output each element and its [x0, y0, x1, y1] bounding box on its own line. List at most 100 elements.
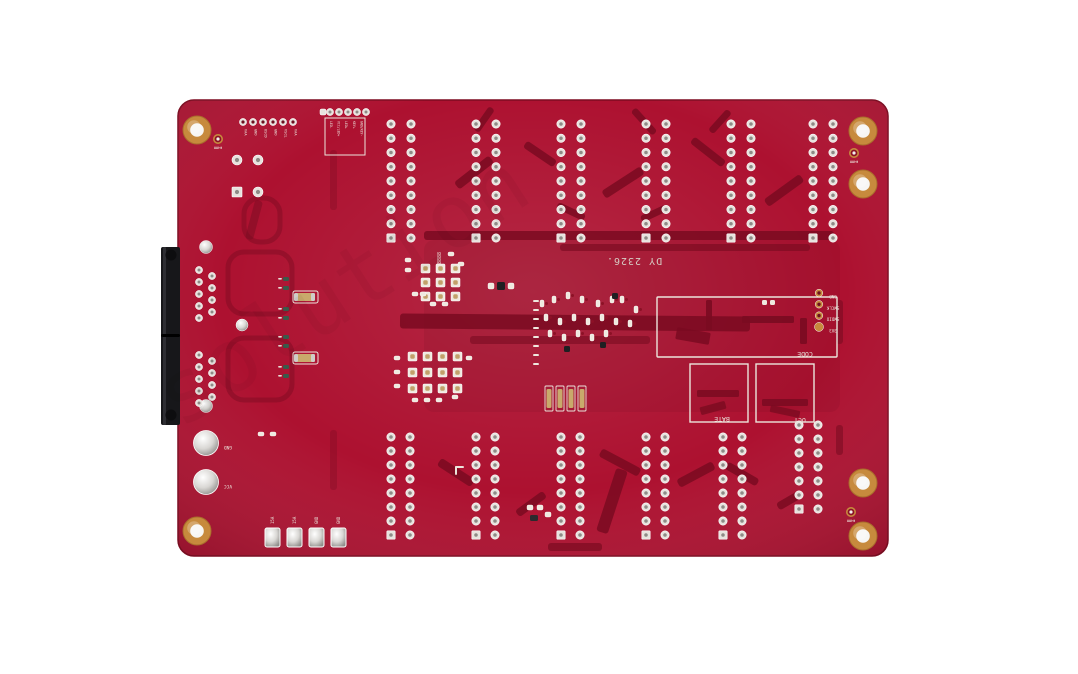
via-hole	[729, 179, 733, 183]
led-key-box	[324, 117, 366, 156]
trace	[836, 425, 843, 455]
via-hole	[740, 477, 744, 481]
via-hole	[389, 505, 393, 509]
via-grid	[641, 119, 671, 243]
via-hole	[663, 435, 667, 439]
vcc-pad	[193, 469, 219, 495]
input-pad-label: 15A	[292, 516, 297, 524]
smd-pad	[283, 307, 289, 311]
trace-loop	[225, 249, 295, 317]
via-grid	[641, 432, 670, 540]
smd-pad	[441, 301, 449, 307]
led-key-label: VCC/LED+	[337, 121, 341, 136]
via-hole	[721, 435, 725, 439]
silk-dash	[533, 300, 539, 302]
array-outline	[566, 385, 576, 412]
trace	[596, 468, 628, 534]
date-code-marking: DY 2326.	[606, 255, 662, 266]
copper-traces	[225, 107, 843, 551]
via-hole	[664, 122, 668, 126]
trace	[764, 175, 804, 206]
via-hole	[559, 449, 563, 453]
via-grid	[471, 432, 500, 540]
via-hole	[811, 136, 815, 141]
via-hole	[409, 179, 413, 183]
smd-pad	[423, 397, 431, 403]
smd-pad	[429, 301, 437, 307]
smd-pad	[613, 317, 619, 326]
via-hole	[664, 221, 668, 226]
via-hole	[474, 150, 478, 155]
via-hole	[816, 507, 820, 511]
via-hole	[579, 179, 583, 183]
via-grid	[556, 432, 585, 540]
via-hole	[663, 491, 667, 495]
via-hole	[644, 164, 648, 169]
debug-pad-label: 3V3	[829, 328, 837, 333]
via-hole	[749, 207, 753, 212]
via-hole	[664, 179, 668, 183]
via-hole	[493, 477, 497, 481]
silk-dash	[278, 375, 282, 377]
via-hole	[721, 491, 725, 495]
smd-pad	[283, 286, 289, 290]
via-hole	[749, 164, 753, 169]
via-grid	[808, 119, 838, 243]
via-hole	[408, 435, 412, 439]
trace-loop	[225, 335, 295, 403]
via-hole	[740, 463, 744, 467]
smd-pad	[595, 299, 601, 308]
via-hole	[474, 179, 478, 183]
via-hole	[408, 505, 412, 509]
via-hole	[729, 207, 733, 212]
via-hole	[389, 463, 393, 467]
via-hole	[409, 122, 413, 126]
via-hole	[578, 491, 582, 495]
silk-dash	[533, 354, 539, 356]
smd-pad	[575, 329, 581, 338]
via-hole	[811, 207, 815, 212]
smd-pad	[419, 291, 427, 297]
via-hole	[664, 207, 668, 212]
smd-pad	[539, 299, 545, 308]
via-hole	[493, 435, 497, 439]
vcc-label: VCC	[224, 483, 232, 489]
via-hole	[729, 122, 733, 126]
mounting-hole-bore	[190, 123, 204, 137]
via-hole	[811, 193, 815, 198]
via-hole	[721, 519, 725, 523]
via-hole	[474, 505, 478, 509]
trace	[725, 462, 759, 486]
oct-box	[755, 363, 815, 423]
via-hole	[389, 193, 393, 198]
resistor-body	[296, 354, 315, 362]
debug-pad-label: SWCLK	[826, 305, 839, 310]
via-hole	[494, 193, 498, 198]
input-pad-label: GND	[336, 516, 341, 524]
via-hole	[578, 449, 582, 453]
smd-pad	[561, 333, 567, 342]
via-hole	[559, 122, 563, 126]
via-hole	[559, 221, 563, 226]
via-hole	[408, 519, 412, 523]
via-hole	[559, 236, 563, 240]
smd-pad	[283, 277, 289, 281]
via-hole	[749, 179, 753, 183]
smd-pad	[547, 329, 553, 338]
via-hole	[797, 507, 801, 511]
via-hole	[389, 519, 393, 523]
via-hole	[579, 164, 583, 169]
via-grid	[386, 119, 416, 243]
input-pad	[264, 527, 281, 548]
via-hole	[389, 533, 393, 537]
smd-pad	[393, 383, 401, 389]
via-hole	[408, 463, 412, 467]
smd-pad	[393, 355, 401, 361]
via-hole	[663, 505, 667, 509]
via-hole	[409, 236, 413, 240]
trace	[677, 462, 715, 487]
via-hole	[644, 533, 648, 537]
via-hole	[559, 533, 563, 537]
via-hole	[474, 221, 478, 226]
via-hole	[494, 164, 498, 169]
